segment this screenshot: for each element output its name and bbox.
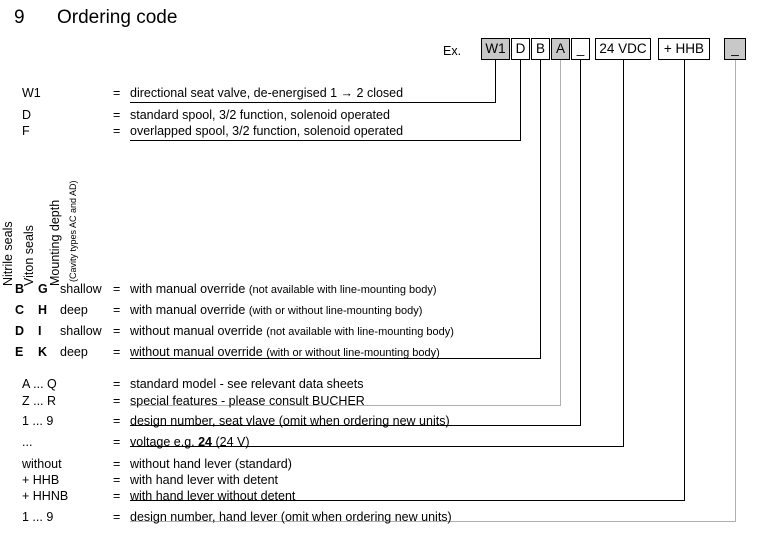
lever-equals-0: = [113,457,121,471]
lever-code-0: without [22,457,62,471]
model-code-0: A ... Q [22,377,57,391]
vertical-header-2: Mounting depth [48,199,62,286]
seal-desc-1: with manual override (with or without li… [130,303,423,317]
connector-vertical [560,60,561,405]
seal-nitrile-0: B [15,282,25,296]
section-number: 9 [14,7,25,28]
seal-depth-2: shallow [60,324,102,338]
connector-horizontal [130,521,736,522]
model-equals-1: = [113,394,121,408]
row-desc-0: directional seat valve, de-energised 1 →… [130,86,404,100]
connector-horizontal [130,140,521,141]
seal-depth-3: deep [60,345,88,359]
code-box-7[interactable]: _ [724,38,746,60]
model-equals-2: = [113,414,121,428]
voltage-code: ... [22,435,33,449]
model-desc-0: standard model - see relevant data sheet… [130,377,364,391]
example-label: Ex. [443,44,462,58]
model-equals-0: = [113,377,121,391]
seal-desc-3: without manual override (with or without… [130,345,440,359]
seal-nitrile-1: C [15,303,25,317]
lever-equals-3: = [113,510,121,524]
connector-vertical [735,60,736,521]
seal-viton-0: G [38,282,48,296]
code-box-3[interactable]: A [551,38,570,60]
connector-horizontal [130,446,624,447]
lever-desc-0: without hand lever (standard) [130,457,292,471]
connector-vertical [623,60,624,446]
code-box-6[interactable]: + HHB [658,38,710,60]
seal-desc-0: with manual override (not available with… [130,282,437,296]
seal-equals-3: = [113,345,121,359]
seal-nitrile-3: E [15,345,24,359]
seal-depth-1: deep [60,303,88,317]
connector-horizontal [130,358,541,359]
connector-horizontal [130,500,685,501]
code-box-5[interactable]: 24 VDC [595,38,651,60]
page-title: Ordering code [57,7,178,28]
lever-equals-1: = [113,473,121,487]
lever-code-2: + HHNB [22,489,69,503]
row-code-2: F [22,124,30,138]
seal-equals-2: = [113,324,121,338]
code-box-1[interactable]: D [511,38,530,60]
row-equals-0: = [113,86,121,100]
connector-vertical [540,60,541,358]
voltage-equals: = [113,435,121,449]
row-equals-2: = [113,124,121,138]
connector-vertical [520,60,521,140]
connector-horizontal [130,102,496,103]
connector-horizontal [130,405,561,406]
vertical-header-3: (Cavity types AC and AD) [68,180,78,282]
connector-vertical [580,60,581,425]
connector-horizontal [130,425,581,426]
lever-desc-1: with hand lever with detent [130,473,279,487]
lever-equals-2: = [113,489,121,503]
model-desc-2: design number, seat vlave (omit when ord… [130,414,450,428]
code-box-2[interactable]: B [531,38,550,60]
row-desc-2: overlapped spool, 3/2 function, solenoid… [130,124,404,138]
row-desc-1: standard spool, 3/2 function, solenoid o… [130,108,390,122]
seal-viton-2: I [38,324,42,338]
row-code-0: W1 [22,86,41,100]
lever-desc-3: design number, hand lever (omit when ord… [130,510,452,524]
model-desc-1: special features - please consult BUCHER [130,394,365,408]
seal-equals-0: = [113,282,121,296]
seal-nitrile-2: D [15,324,25,338]
vertical-header-0: Nitrile seals [1,221,15,286]
seal-equals-1: = [113,303,121,317]
code-box-0[interactable]: W1 [481,38,510,60]
connector-vertical [684,60,685,500]
row-code-1: D [22,108,32,122]
lever-code-1: + HHB [22,473,60,487]
seal-viton-3: K [38,345,48,359]
vertical-header-1: Viton seals [22,225,36,286]
seal-viton-1: H [38,303,48,317]
lever-code-3: 1 ... 9 [22,510,54,524]
lever-desc-2: with hand lever without detent [130,489,296,503]
connector-vertical [495,60,496,102]
model-code-1: Z ... R [22,394,57,408]
seal-desc-2: without manual override (not available w… [130,324,454,338]
seal-depth-0: shallow [60,282,102,296]
model-code-2: 1 ... 9 [22,414,54,428]
code-box-4[interactable]: _ [571,38,590,60]
voltage-desc: voltage e.g. 24 (24 V) [130,435,250,449]
row-equals-1: = [113,108,121,122]
